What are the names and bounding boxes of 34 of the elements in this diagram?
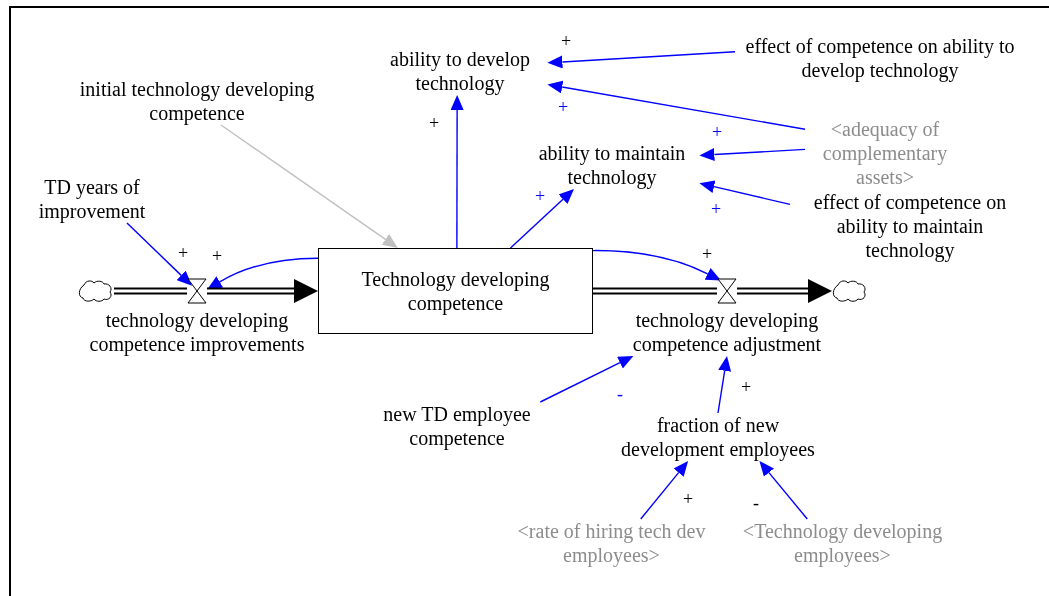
arrow bbox=[126, 222, 192, 286]
variable-label: <Technology developing employees> bbox=[725, 519, 960, 567]
arrow bbox=[539, 356, 634, 403]
variable-label: <rate of hiring tech dev employees> bbox=[514, 519, 709, 567]
valve-icon bbox=[717, 278, 737, 304]
cloud-icon bbox=[78, 279, 114, 303]
arrow bbox=[699, 148, 806, 162]
arrow bbox=[509, 189, 574, 249]
variable-label: fraction of new development employees bbox=[603, 413, 833, 461]
arrow bbox=[699, 180, 791, 206]
arrow bbox=[547, 51, 736, 69]
arrow bbox=[717, 356, 732, 414]
stock-box: Technology developing competence bbox=[318, 248, 593, 334]
valve-icon bbox=[187, 278, 207, 304]
arrow bbox=[759, 461, 808, 520]
variable-label: new TD employee competence bbox=[372, 402, 542, 450]
variable-label: ability to maintain technology bbox=[517, 141, 707, 189]
arrow bbox=[450, 95, 464, 249]
flow-pipe bbox=[593, 287, 717, 295]
variable-label: TD years of improvement bbox=[22, 175, 162, 223]
variable-label: ability to develop technology bbox=[365, 47, 555, 95]
flow-pipe bbox=[207, 279, 318, 303]
arrow bbox=[547, 80, 806, 130]
variable-label: effect of competence on ability to maintain technology bbox=[790, 190, 1030, 262]
flow-pipe bbox=[114, 287, 187, 295]
flow-pipe bbox=[737, 279, 832, 303]
cloud-icon bbox=[832, 279, 868, 303]
variable-label: effect of competence on ability to develop technology bbox=[735, 34, 1025, 82]
arrow bbox=[640, 461, 689, 520]
variable-label: <adequacy of complementary assets> bbox=[805, 117, 965, 189]
variable-label: technology developing competence adjustment bbox=[597, 308, 857, 356]
variable-label: initial technology developing competence bbox=[77, 77, 317, 125]
arrow bbox=[220, 124, 398, 248]
arrow bbox=[206, 257, 319, 290]
